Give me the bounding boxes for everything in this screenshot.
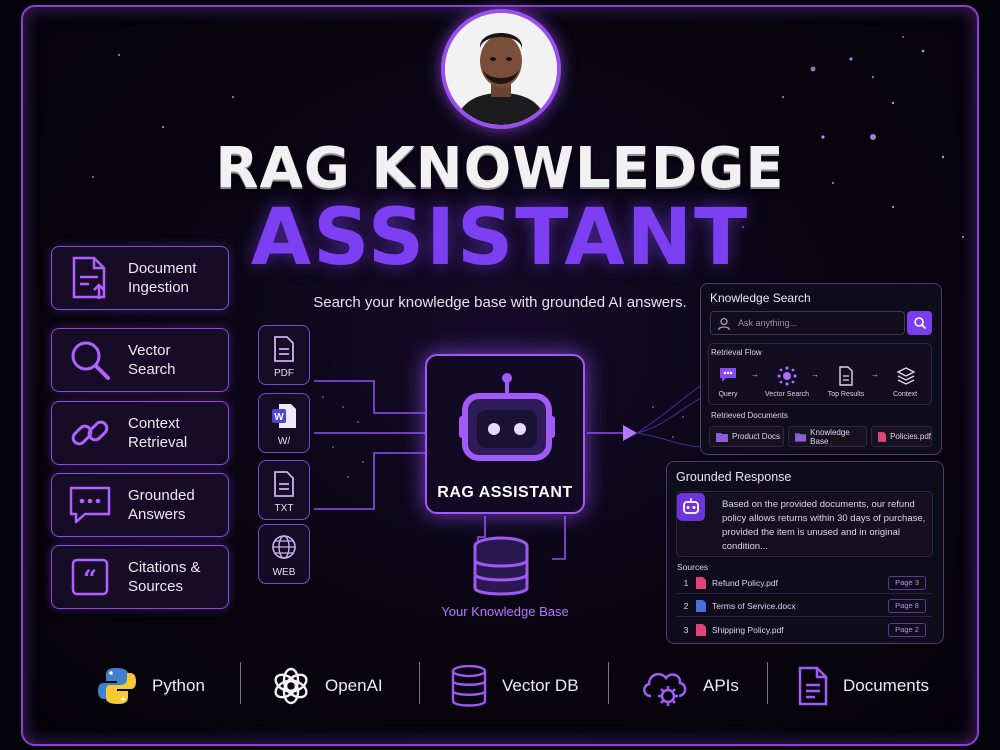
search-input[interactable] — [738, 312, 903, 334]
cloud-gear-icon — [643, 672, 687, 706]
flow-step-top-results: Top Results — [827, 391, 865, 398]
flow-step-vector-search: Vector Search — [765, 391, 809, 398]
globe-icon — [272, 535, 296, 559]
title-line-1: RAG KNOWLEDGE — [215, 136, 785, 201]
tech-python: Python — [96, 658, 205, 714]
retrieved-doc-chip[interactable]: Policies.pdf — [871, 426, 932, 447]
feature-document-ingestion: Document Ingestion — [51, 246, 229, 310]
source-row[interactable]: 2 Terms of Service.docx Page 8 — [676, 596, 932, 617]
divider — [608, 662, 609, 704]
knowledge-base-label: Your Knowledge Base — [441, 604, 569, 619]
subtitle: Search your knowledge base with grounded… — [313, 294, 687, 311]
feature-label: Grounded Answers — [128, 487, 195, 523]
page-badge: Page 8 — [888, 599, 926, 613]
tech-label: OpenAI — [325, 676, 383, 695]
title-line-2: ASSISTANT — [250, 193, 750, 283]
arrow-icon: → — [811, 370, 819, 379]
doc-type-pdf: PDF — [258, 325, 310, 385]
page-badge: Page 3 — [888, 576, 926, 590]
response-box — [676, 491, 933, 557]
tech-label: APIs — [703, 676, 739, 695]
database-icon — [473, 536, 529, 596]
tech-apis: APIs — [639, 658, 739, 714]
query-chat-icon — [720, 368, 736, 382]
sources-title: Sources — [677, 562, 709, 572]
svg-text:“: “ — [83, 564, 97, 593]
source-row[interactable]: 3 Shipping Policy.pdf Page 2 — [676, 619, 932, 640]
feature-citations-sources: “ Citations & Sources — [51, 545, 229, 609]
magnifier-icon — [71, 341, 110, 380]
document-icon — [839, 366, 853, 386]
robot-icon — [683, 498, 699, 514]
presenter-avatar — [441, 9, 561, 129]
retrieved-documents-title: Retrieved Documents — [711, 411, 788, 420]
folder-icon — [716, 432, 728, 442]
svg-text:W: W — [274, 412, 284, 423]
feature-label: Document Ingestion — [128, 260, 197, 296]
feature-label: Vector Search — [128, 342, 176, 378]
page-badge: Page 2 — [888, 622, 926, 637]
feature-label: Citations & Sources — [128, 559, 201, 595]
flow-step-query: Query — [718, 391, 738, 398]
retrieval-flow — [708, 343, 932, 405]
folder-icon — [795, 432, 807, 442]
tech-label: Documents — [843, 676, 929, 695]
word-file-icon: W — [272, 404, 296, 428]
doc-type-web: WEB — [258, 524, 310, 584]
tech-label: Python — [152, 676, 205, 695]
response-text: Based on the provided documents, our ref… — [722, 499, 926, 552]
retrieved-doc-chip[interactable]: Knowledge Base — [788, 426, 867, 447]
search-button[interactable] — [907, 311, 932, 335]
tech-openai: OpenAI — [271, 658, 383, 714]
knowledge-search-title: Knowledge Search — [710, 291, 811, 305]
tech-label: Vector DB — [502, 676, 579, 695]
divider — [767, 662, 768, 704]
tech-vector-db: Vector DB — [450, 658, 579, 714]
document-icon — [798, 666, 828, 706]
pdf-icon — [878, 431, 887, 442]
divider — [419, 662, 420, 704]
word-icon — [696, 600, 706, 612]
link-icon — [71, 420, 109, 446]
feature-context-retrieval: Context Retrieval — [51, 401, 229, 465]
search-box — [710, 311, 905, 335]
retrieval-flow-title: Retrieval Flow — [711, 348, 762, 357]
rag-assistant-label: RAG ASSISTANT — [437, 484, 573, 501]
feature-vector-search: Vector Search — [51, 328, 229, 392]
retrieved-doc-chip[interactable]: Product Docs — [709, 426, 784, 447]
rag-assistant-core: RAG ASSISTANT — [425, 354, 585, 514]
user-icon — [717, 317, 731, 331]
arrow-icon: → — [871, 370, 879, 379]
arrow-icon: → — [751, 370, 759, 379]
source-row[interactable]: 1 Refund Policy.pdf Page 3 — [676, 573, 932, 594]
divider — [240, 662, 241, 704]
pdf-icon — [696, 577, 706, 589]
txt-file-icon — [274, 471, 294, 497]
vector-nodes-icon — [777, 366, 797, 386]
robot-icon — [459, 373, 555, 461]
doc-type-word: W W/ — [258, 393, 310, 453]
pdf-file-icon — [274, 336, 294, 362]
openai-icon — [274, 667, 308, 705]
document-upload-icon — [72, 256, 106, 299]
bot-avatar — [677, 493, 705, 521]
layers-icon — [896, 367, 916, 385]
feature-grounded-answers: Grounded Answers — [51, 473, 229, 537]
grounded-response-title: Grounded Response — [676, 470, 792, 484]
flow-step-context: Context — [892, 391, 918, 398]
database-icon — [451, 665, 487, 707]
doc-type-txt: TXT — [258, 460, 310, 520]
quote-icon: “ — [71, 558, 109, 596]
pdf-icon — [696, 623, 706, 636]
python-icon — [98, 668, 136, 704]
tech-documents: Documents — [797, 658, 929, 714]
chat-bubble-icon — [69, 486, 111, 524]
search-icon — [914, 317, 927, 330]
feature-label: Context Retrieval — [128, 415, 188, 451]
